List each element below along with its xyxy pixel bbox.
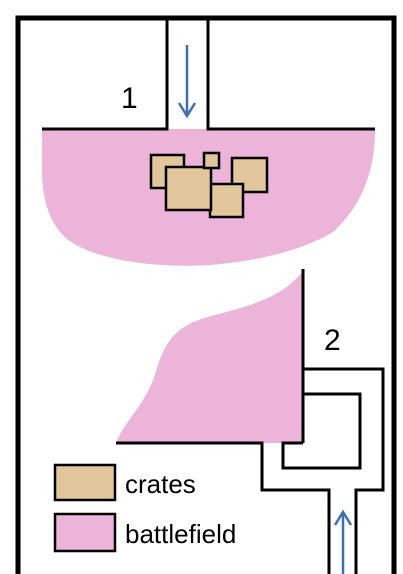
- legend-label-battlefield: battlefield: [125, 519, 236, 549]
- crate: [208, 182, 245, 219]
- map-frame: [15, 15, 397, 574]
- arrow-up-icon: [333, 509, 353, 574]
- legend-swatch-battlefield: [53, 512, 117, 553]
- corridor-inner: [281, 392, 362, 470]
- crate: [202, 151, 221, 170]
- crate: [164, 165, 213, 212]
- area-label-1: 1: [121, 82, 138, 115]
- legend-swatch-crates: [53, 463, 117, 502]
- inner-room: [303, 369, 338, 443]
- legend-label-crates: crates: [125, 469, 196, 499]
- crates-cluster: [149, 151, 269, 219]
- legend: crates battlefield: [53, 463, 236, 553]
- wall-area-1: [42, 18, 375, 131]
- area-label-2: 2: [324, 324, 341, 357]
- corridor-outer: [116, 367, 385, 574]
- battlefield-area-2: [116, 271, 303, 443]
- arrow-down-icon: [177, 45, 197, 119]
